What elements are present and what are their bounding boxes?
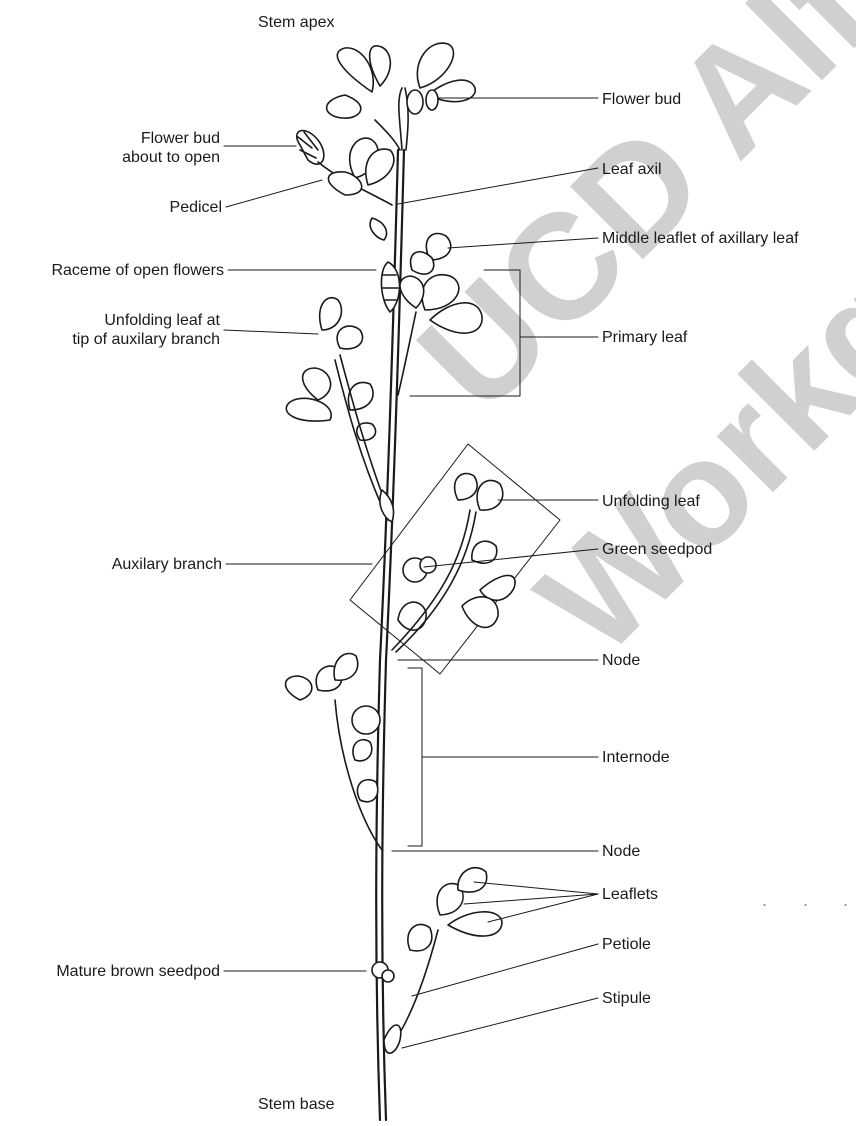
- label-pedicel: Pedicel: [100, 198, 222, 217]
- label-stem-base: Stem base: [258, 1095, 334, 1114]
- label-flower-bud-about-to-open-line2: about to open: [60, 148, 220, 167]
- label-internode: Internode: [602, 748, 670, 767]
- apex-leaves: [327, 43, 476, 150]
- label-green-seedpod: Green seedpod: [602, 540, 712, 559]
- label-unfolding-tip-line1: Unfolding leaf at: [30, 311, 220, 330]
- label-node-lower: Node: [602, 842, 640, 861]
- label-leaflets: Leaflets: [602, 885, 658, 904]
- raceme-flowers: [381, 262, 399, 312]
- left-branch-leaves: [286, 298, 393, 522]
- label-primary-leaf: Primary leaf: [602, 328, 687, 347]
- label-middle-leaflet: Middle leaflet of axillary leaf: [602, 229, 799, 248]
- label-flower-bud: Flower bud: [602, 90, 681, 109]
- axillary-leaf: [411, 233, 451, 274]
- label-stem-apex: Stem apex: [258, 13, 334, 32]
- upper-leaves: [328, 138, 393, 240]
- label-petiole: Petiole: [602, 935, 651, 954]
- auxilary-branch: [392, 473, 515, 652]
- label-raceme: Raceme of open flowers: [4, 261, 224, 280]
- label-flower-bud-about-to-open-line1: Flower bud: [90, 129, 220, 148]
- label-node-upper: Node: [602, 651, 640, 670]
- label-unfolding-tip-line2: tip of auxilary branch: [30, 330, 220, 349]
- lower-leaves: [286, 653, 383, 850]
- label-unfolding-leaf: Unfolding leaf: [602, 492, 700, 511]
- label-auxilary-branch: Auxilary branch: [60, 555, 222, 574]
- primary-leaf: [398, 275, 482, 395]
- lower-leaflets: [372, 868, 502, 1053]
- label-mature-seedpod: Mature brown seedpod: [6, 962, 220, 981]
- label-leaf-axil: Leaf axil: [602, 160, 662, 179]
- label-stipule: Stipule: [602, 989, 651, 1008]
